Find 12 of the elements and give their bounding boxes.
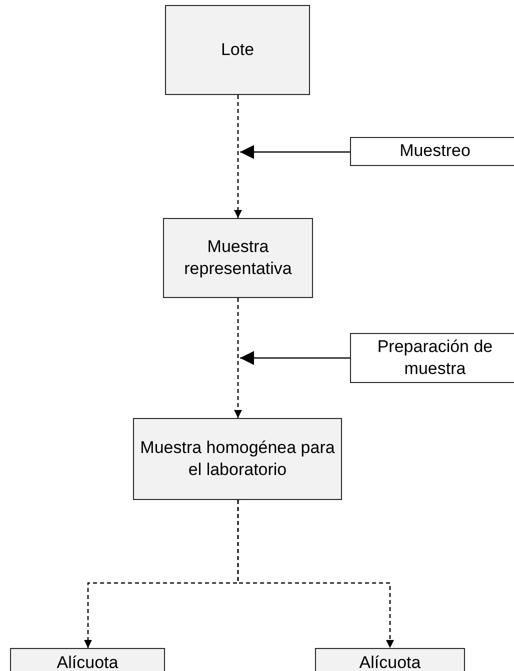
process-box: Muestra representativa <box>163 218 313 298</box>
arrow <box>240 145 350 159</box>
step-label-box: Preparación de muestra <box>350 333 514 383</box>
arrow <box>234 95 242 218</box>
step-label-box: Muestreo <box>350 137 514 166</box>
arrow <box>234 298 242 418</box>
process-box: Lote <box>165 5 310 95</box>
arrow <box>240 351 350 365</box>
process-box: Alícuota <box>10 648 165 671</box>
arrow <box>237 500 394 648</box>
process-box: Alícuota <box>315 648 465 671</box>
process-box: Muestra homogénea para el laboratorio <box>133 418 342 500</box>
